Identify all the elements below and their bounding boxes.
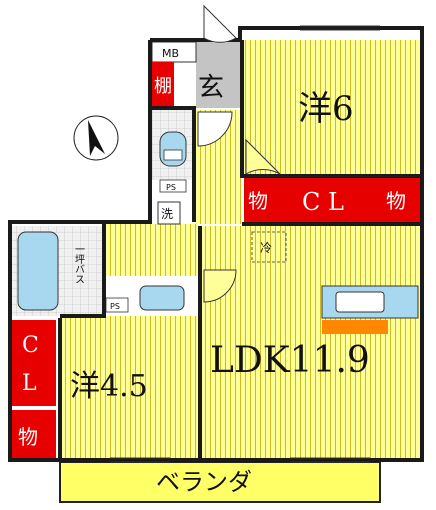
storage-mono-left bbox=[244, 178, 292, 222]
toilet-icon bbox=[159, 131, 187, 167]
closet-left bbox=[12, 320, 56, 406]
label-ps-upper: PS bbox=[166, 183, 176, 192]
shelf bbox=[152, 62, 174, 106]
western-45-room bbox=[62, 318, 198, 458]
room-label-ldk: LDK11.9 bbox=[210, 340, 370, 381]
label-mono-left: 物 bbox=[248, 189, 268, 213]
room-label-veranda: ベランダ bbox=[156, 468, 252, 496]
walls bbox=[8, 26, 424, 462]
storage-mono-lower-left bbox=[12, 410, 56, 458]
room-label-western-45: 洋4.5 bbox=[70, 369, 148, 404]
label-cl-upper: C L bbox=[302, 188, 344, 216]
label-ps-lower: PS bbox=[110, 302, 120, 311]
label-fridge: 冷 bbox=[260, 241, 272, 255]
western-6-room bbox=[244, 40, 420, 176]
windows bbox=[110, 25, 380, 463]
storage-mono-right bbox=[380, 178, 420, 222]
label-cl-left-l: L bbox=[22, 371, 37, 396]
bathtub-icon bbox=[17, 231, 59, 311]
kitchen-sink-icon bbox=[335, 291, 385, 313]
label-mono-lower-left: 物 bbox=[18, 425, 38, 449]
north-arrow-icon bbox=[73, 115, 119, 161]
label-washer: 洗 bbox=[161, 207, 173, 221]
sink-icon bbox=[139, 285, 185, 311]
closet-upper bbox=[292, 178, 380, 222]
label-cl-left-c: C bbox=[22, 333, 39, 358]
fridge-space bbox=[251, 231, 287, 263]
ldk-room bbox=[202, 226, 420, 458]
door-swings bbox=[197, 4, 281, 303]
kitchen-counter-front bbox=[322, 320, 388, 334]
veranda bbox=[59, 461, 381, 503]
entrance bbox=[196, 42, 242, 108]
ps-upper-box bbox=[159, 179, 187, 193]
room-label-western-6: 洋6 bbox=[298, 89, 354, 129]
label-mb: MB bbox=[162, 47, 179, 60]
room-label-entrance: 玄 bbox=[198, 73, 224, 103]
label-unit-bath: 一坪バス bbox=[73, 244, 85, 284]
label-mono-right: 物 bbox=[386, 189, 406, 213]
label-shelf: 棚 bbox=[154, 76, 172, 97]
washer-space bbox=[157, 201, 181, 225]
